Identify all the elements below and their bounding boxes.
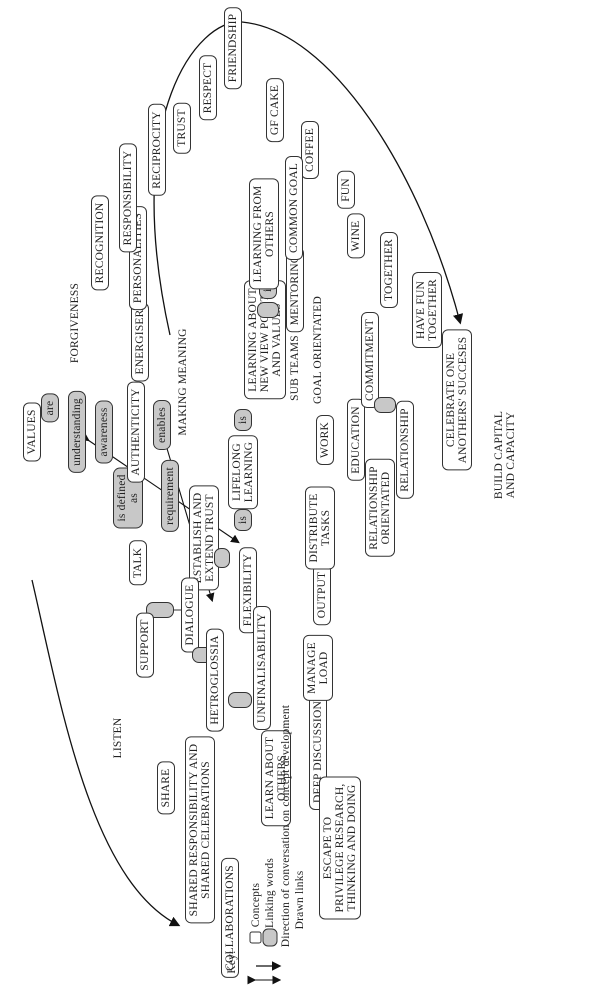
conversation-arrow-right — [241, 21, 464, 325]
key-linking-symbol — [262, 928, 278, 947]
conversation-arrow-top — [153, 16, 243, 336]
key-concept-symbol — [249, 931, 262, 944]
conversation-arrow-bottom — [31, 579, 181, 927]
